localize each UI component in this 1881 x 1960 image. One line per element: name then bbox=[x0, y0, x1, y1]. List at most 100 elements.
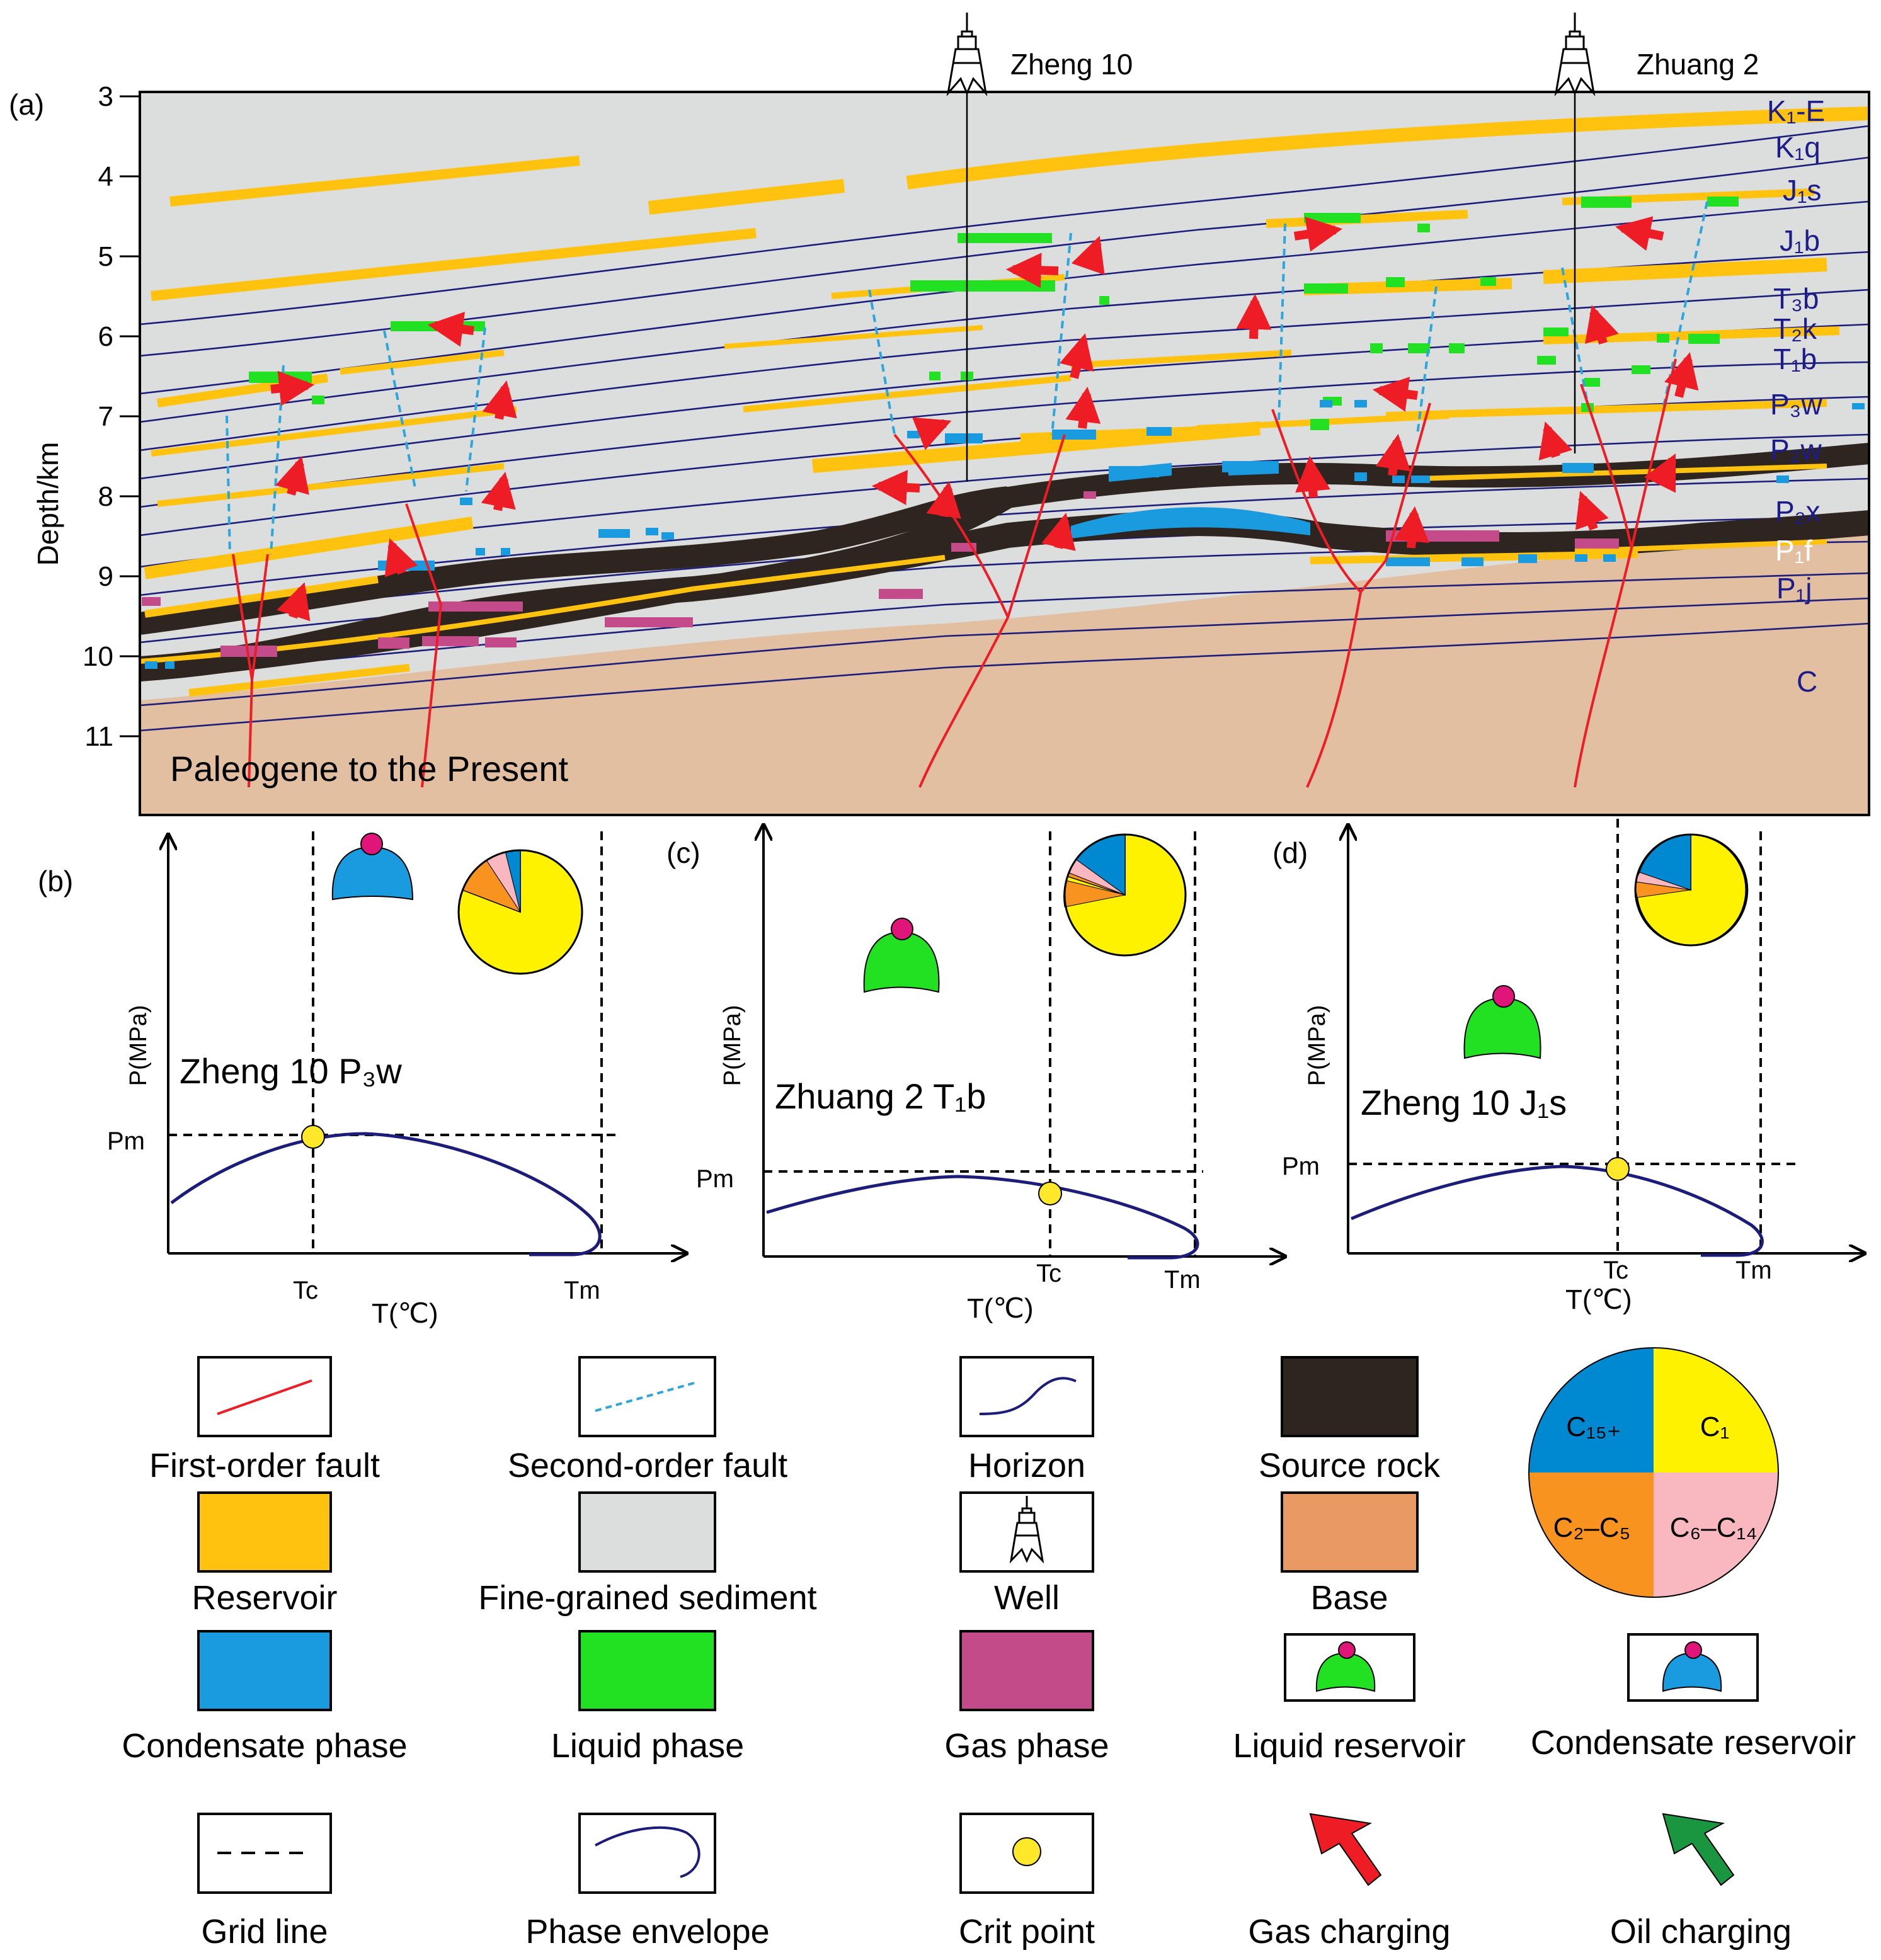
legend-label: Well bbox=[994, 1579, 1060, 1617]
formation-label: K₁-E bbox=[1767, 94, 1825, 127]
well-icon bbox=[1009, 1496, 1044, 1564]
crit-point bbox=[1038, 1182, 1062, 1205]
phase-envelope bbox=[170, 1132, 602, 1256]
phase-diagram-b: (b) P(MPa) T(℃) Pm Tc Tm Zheng 10 P₃w bbox=[38, 831, 687, 1329]
legend-label: Crit point bbox=[959, 1913, 1095, 1951]
well-icon bbox=[1554, 13, 1596, 97]
depth-tick-label: 8 bbox=[98, 481, 113, 512]
formation-label: K₁q bbox=[1775, 131, 1821, 164]
formation-label: P₁f bbox=[1775, 534, 1812, 567]
tc-label: Tc bbox=[1603, 1256, 1628, 1284]
phase-panel-title: Zheng 10 P₃w bbox=[180, 1051, 402, 1091]
phase-diagram-c: (c) P(MPa) T(℃) Pm Tc Tm Zhuang 2 T₁b bbox=[666, 825, 1285, 1324]
cross-section-panel: (a) Depth/km 3 4 5 6 7 8 9 10 11 bbox=[9, 13, 1870, 816]
crit-point-icon bbox=[1012, 1837, 1041, 1866]
section-frame bbox=[139, 91, 1870, 816]
pie-c15 bbox=[1529, 1348, 1654, 1473]
formation-label: T₂k bbox=[1773, 312, 1817, 345]
legend-swatch bbox=[959, 1630, 1094, 1711]
composition-legend-pie: C₁₅₊ C₁ C₂–C₅ C₆–C₁₄ bbox=[1528, 1347, 1779, 1598]
horizon-icon bbox=[979, 1377, 1077, 1415]
well-icon bbox=[946, 13, 988, 97]
condensate-phase-patches bbox=[145, 400, 1865, 669]
formation-label: J₁s bbox=[1783, 174, 1822, 207]
legend-label: Second-order fault bbox=[508, 1447, 787, 1484]
legend-label: Fine-grained sediment bbox=[478, 1579, 816, 1617]
well-label-zheng10: Zheng 10 bbox=[1010, 48, 1133, 81]
legend-label: Liquid phase bbox=[551, 1727, 744, 1765]
depth-tick-label: 3 bbox=[98, 81, 113, 112]
legend-label: Oil charging bbox=[1610, 1913, 1792, 1951]
reservoir-streaks bbox=[140, 106, 1869, 697]
legend-swatch bbox=[578, 1491, 716, 1573]
formation-label: J₁b bbox=[1780, 224, 1820, 257]
pie-c15-label: C₁₅₊ bbox=[1566, 1411, 1621, 1442]
legend-label: Base bbox=[1310, 1579, 1388, 1617]
liquid-reservoir-icon bbox=[1315, 1641, 1376, 1692]
depth-tick-label: 4 bbox=[98, 161, 113, 192]
t-axis-label: T(℃) bbox=[967, 1293, 1034, 1324]
panel-a-label: (a) bbox=[9, 88, 44, 121]
tc-label: Tc bbox=[293, 1277, 318, 1304]
second-order-fault-icon bbox=[595, 1381, 697, 1412]
phase-diagram-d: (d) P(MPa) T(℃) Pm Tc Tm Zheng 10 J₁s bbox=[1272, 819, 1865, 1315]
composition-pie bbox=[1063, 833, 1187, 957]
formation-label: P₁j bbox=[1776, 572, 1812, 605]
tc-label: Tc bbox=[1036, 1260, 1061, 1287]
panel-d-label: (d) bbox=[1272, 836, 1308, 869]
legend: First-order fault Second-order fault Hor… bbox=[122, 1347, 1856, 1951]
depth-tick-label: 11 bbox=[84, 721, 113, 752]
gas-charging-arrows bbox=[270, 216, 1699, 622]
depth-tick-label: 6 bbox=[98, 321, 113, 352]
depth-ticks: 3 4 5 6 7 8 9 10 11 bbox=[83, 81, 140, 752]
tm-label: Tm bbox=[1164, 1266, 1201, 1294]
pie-c2c5 bbox=[1529, 1473, 1654, 1597]
gas-charging-arrow-icon bbox=[1309, 1813, 1382, 1886]
legend-label: Gas charging bbox=[1248, 1913, 1450, 1951]
legend-label: Condensate phase bbox=[122, 1727, 407, 1765]
formation-label: P₂w bbox=[1770, 433, 1822, 466]
p-axis-label: P(MPa) bbox=[125, 1005, 152, 1086]
pm-label: Pm bbox=[1282, 1153, 1320, 1180]
phase-envelope bbox=[1351, 1165, 1764, 1257]
formation-label: T₃b bbox=[1773, 282, 1819, 315]
legend-label: Source rock bbox=[1259, 1447, 1441, 1484]
base-area bbox=[140, 516, 1869, 815]
phase-envelope-icon bbox=[595, 1826, 700, 1878]
formation-labels: K₁-E K₁q J₁s J₁b T₃b T₂k T₁b P₃w P₂w P₂x… bbox=[1767, 94, 1825, 698]
tm-label: Tm bbox=[1735, 1256, 1772, 1284]
source-rock-band bbox=[140, 510, 1869, 681]
depth-tick-label: 10 bbox=[83, 641, 113, 672]
legend-swatch bbox=[197, 1630, 332, 1711]
formation-label: C bbox=[1797, 665, 1817, 698]
legend-swatch bbox=[1281, 1491, 1419, 1573]
liquid-reservoir-icon bbox=[863, 918, 940, 993]
pm-label: Pm bbox=[696, 1165, 734, 1193]
legend-label: Phase envelope bbox=[525, 1913, 769, 1951]
phase-panel-title: Zheng 10 J₁s bbox=[1361, 1083, 1567, 1122]
well-label-zhuang2: Zhuang 2 bbox=[1637, 48, 1759, 81]
formation-label: P₃w bbox=[1770, 388, 1822, 421]
crit-point bbox=[1606, 1157, 1630, 1181]
condensate-reservoir-icon bbox=[1662, 1641, 1722, 1692]
pie-c6c14-label: C₆–C₁₄ bbox=[1670, 1512, 1758, 1543]
legend-label: Reservoir bbox=[192, 1579, 337, 1617]
first-order-fault-icon bbox=[217, 1379, 312, 1415]
legend-swatch bbox=[959, 1356, 1094, 1437]
t-axis-label: T(℃) bbox=[372, 1298, 438, 1329]
crit-point bbox=[301, 1125, 325, 1149]
panel-c-label: (c) bbox=[666, 836, 700, 869]
legend-swatch bbox=[578, 1630, 716, 1711]
pie-c2c5-label: C₂–C₅ bbox=[1553, 1512, 1631, 1543]
oil-charging-arrow-icon bbox=[1662, 1813, 1735, 1886]
pie-c1-label: C₁ bbox=[1700, 1411, 1730, 1442]
phase-panel-title: Zhuang 2 T₁b bbox=[775, 1076, 986, 1116]
legend-swatch bbox=[578, 1813, 716, 1894]
legend-label: Gas phase bbox=[944, 1727, 1109, 1765]
p-axis-label: P(MPa) bbox=[1304, 1005, 1330, 1086]
depth-axis-title: Depth/km bbox=[31, 442, 64, 566]
depth-tick-label: 9 bbox=[98, 561, 113, 592]
legend-label: Horizon bbox=[968, 1447, 1085, 1484]
section-bottom-caption: Paleogene to the Present bbox=[170, 749, 568, 789]
t-axis-label: T(℃) bbox=[1565, 1284, 1632, 1315]
